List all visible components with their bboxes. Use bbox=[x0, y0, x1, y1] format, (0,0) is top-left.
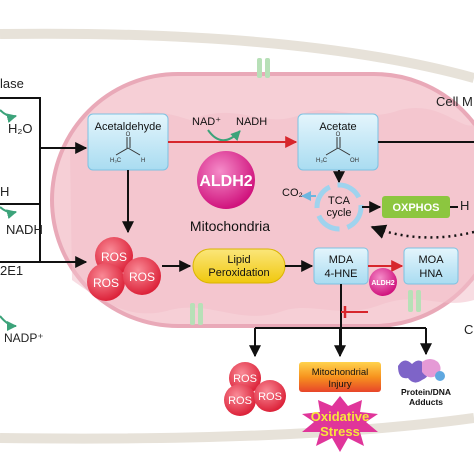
oxidative-label-2: Stress bbox=[320, 424, 360, 439]
acetaldehyde-label: Acetaldehyde bbox=[95, 121, 162, 133]
mda-box: MDA 4-HNE bbox=[313, 247, 369, 285]
tca-cycle: TCA cycle bbox=[314, 182, 364, 232]
nadh-label: NADH bbox=[236, 116, 267, 128]
cell-membrane-bottom bbox=[0, 413, 474, 444]
lipid-label-1: Lipid bbox=[227, 254, 250, 266]
cell-membrane-top bbox=[0, 28, 474, 83]
green-arrow-left-3 bbox=[0, 315, 17, 331]
svg-text:OH: OH bbox=[350, 158, 359, 164]
svg-text:H₃C: H₃C bbox=[110, 158, 122, 164]
nad-conversion-arrow bbox=[207, 129, 241, 142]
oxphos-box: OXPHOS bbox=[382, 196, 450, 218]
ros-label: ROS bbox=[258, 391, 282, 403]
left-label-lase: lase bbox=[0, 76, 24, 91]
channel-bottom bbox=[190, 303, 203, 325]
injury-label-2: Injury bbox=[328, 379, 351, 390]
ros-label: ROS bbox=[93, 276, 119, 290]
adducts-label-2: Adducts bbox=[409, 397, 443, 407]
channel-right bbox=[408, 290, 421, 312]
svg-text:H₃C: H₃C bbox=[316, 158, 328, 164]
injury-label-1: Mitochondrial bbox=[312, 367, 369, 378]
acetate-box: Acetate O H₃C OH bbox=[297, 113, 379, 171]
green-arrow-left-2 bbox=[0, 206, 17, 220]
ros-label: ROS bbox=[101, 250, 127, 264]
adducts-label-1: Protein/DNA bbox=[401, 387, 451, 397]
right-label-h: H bbox=[460, 198, 469, 213]
tca-label-2: cycle bbox=[326, 207, 351, 219]
lipid-peroxidation-box: Lipid Peroxidation bbox=[192, 248, 286, 284]
acetate-label: Acetate bbox=[319, 121, 356, 133]
left-label-nadh: NADH bbox=[6, 222, 43, 237]
lipid-label-2: Peroxidation bbox=[208, 267, 269, 279]
right-label-cell-m: Cell M bbox=[436, 94, 473, 109]
aldh2-small-enzyme: ALDH2 bbox=[369, 268, 397, 296]
ros-cluster-bottom: ROS ROS ROS bbox=[224, 362, 286, 416]
svg-text:H: H bbox=[141, 158, 145, 164]
right-label-c: C bbox=[464, 322, 473, 337]
tca-label-1: TCA bbox=[328, 195, 351, 207]
bottom-branch-lines bbox=[249, 327, 432, 358]
co2-label: CO₂ bbox=[282, 187, 303, 199]
left-pathway-lines bbox=[0, 97, 88, 268]
oxidative-label-1: Oxidative bbox=[311, 409, 370, 424]
svg-text:O: O bbox=[336, 132, 341, 138]
mitochondrial-injury-box: Mitochondrial Injury bbox=[299, 362, 381, 392]
green-arrow-left-1 bbox=[0, 109, 17, 124]
aldh2-enzyme: ALDH2 bbox=[197, 151, 255, 209]
aldh2-label: ALDH2 bbox=[199, 173, 252, 190]
left-label-nadp: NADP⁺ bbox=[4, 331, 44, 345]
oxphos-label: OXPHOS bbox=[392, 202, 439, 214]
left-label-h: H bbox=[0, 184, 9, 199]
ros-label: ROS bbox=[228, 395, 252, 407]
protein-dna-adducts: Protein/DNA Adducts bbox=[398, 359, 451, 407]
mda-label-1: MDA bbox=[329, 254, 354, 266]
mitochondria-label: Mitochondria bbox=[190, 218, 270, 234]
moa-label-1: MOA bbox=[418, 254, 444, 266]
oxidative-stress-burst: Oxidative Stress bbox=[302, 396, 378, 452]
nad-label: NAD⁺ bbox=[192, 116, 221, 128]
left-label-h2o: H₂O bbox=[8, 121, 33, 136]
ros-cluster-mito: ROS ROS ROS bbox=[87, 237, 161, 301]
channel-top bbox=[257, 58, 270, 78]
acetaldehyde-box: Acetaldehyde O H₃C H bbox=[87, 113, 169, 171]
moa-label-2: HNA bbox=[419, 268, 443, 280]
left-label-e1: 2E1 bbox=[0, 263, 23, 278]
ros-label: ROS bbox=[233, 373, 257, 385]
svg-text:O: O bbox=[126, 132, 131, 138]
aldh2-small-label: ALDH2 bbox=[371, 280, 394, 287]
ros-label: ROS bbox=[129, 270, 155, 284]
mda-label-2: 4-HNE bbox=[324, 268, 357, 280]
moa-box: MOA HNA bbox=[403, 247, 459, 285]
